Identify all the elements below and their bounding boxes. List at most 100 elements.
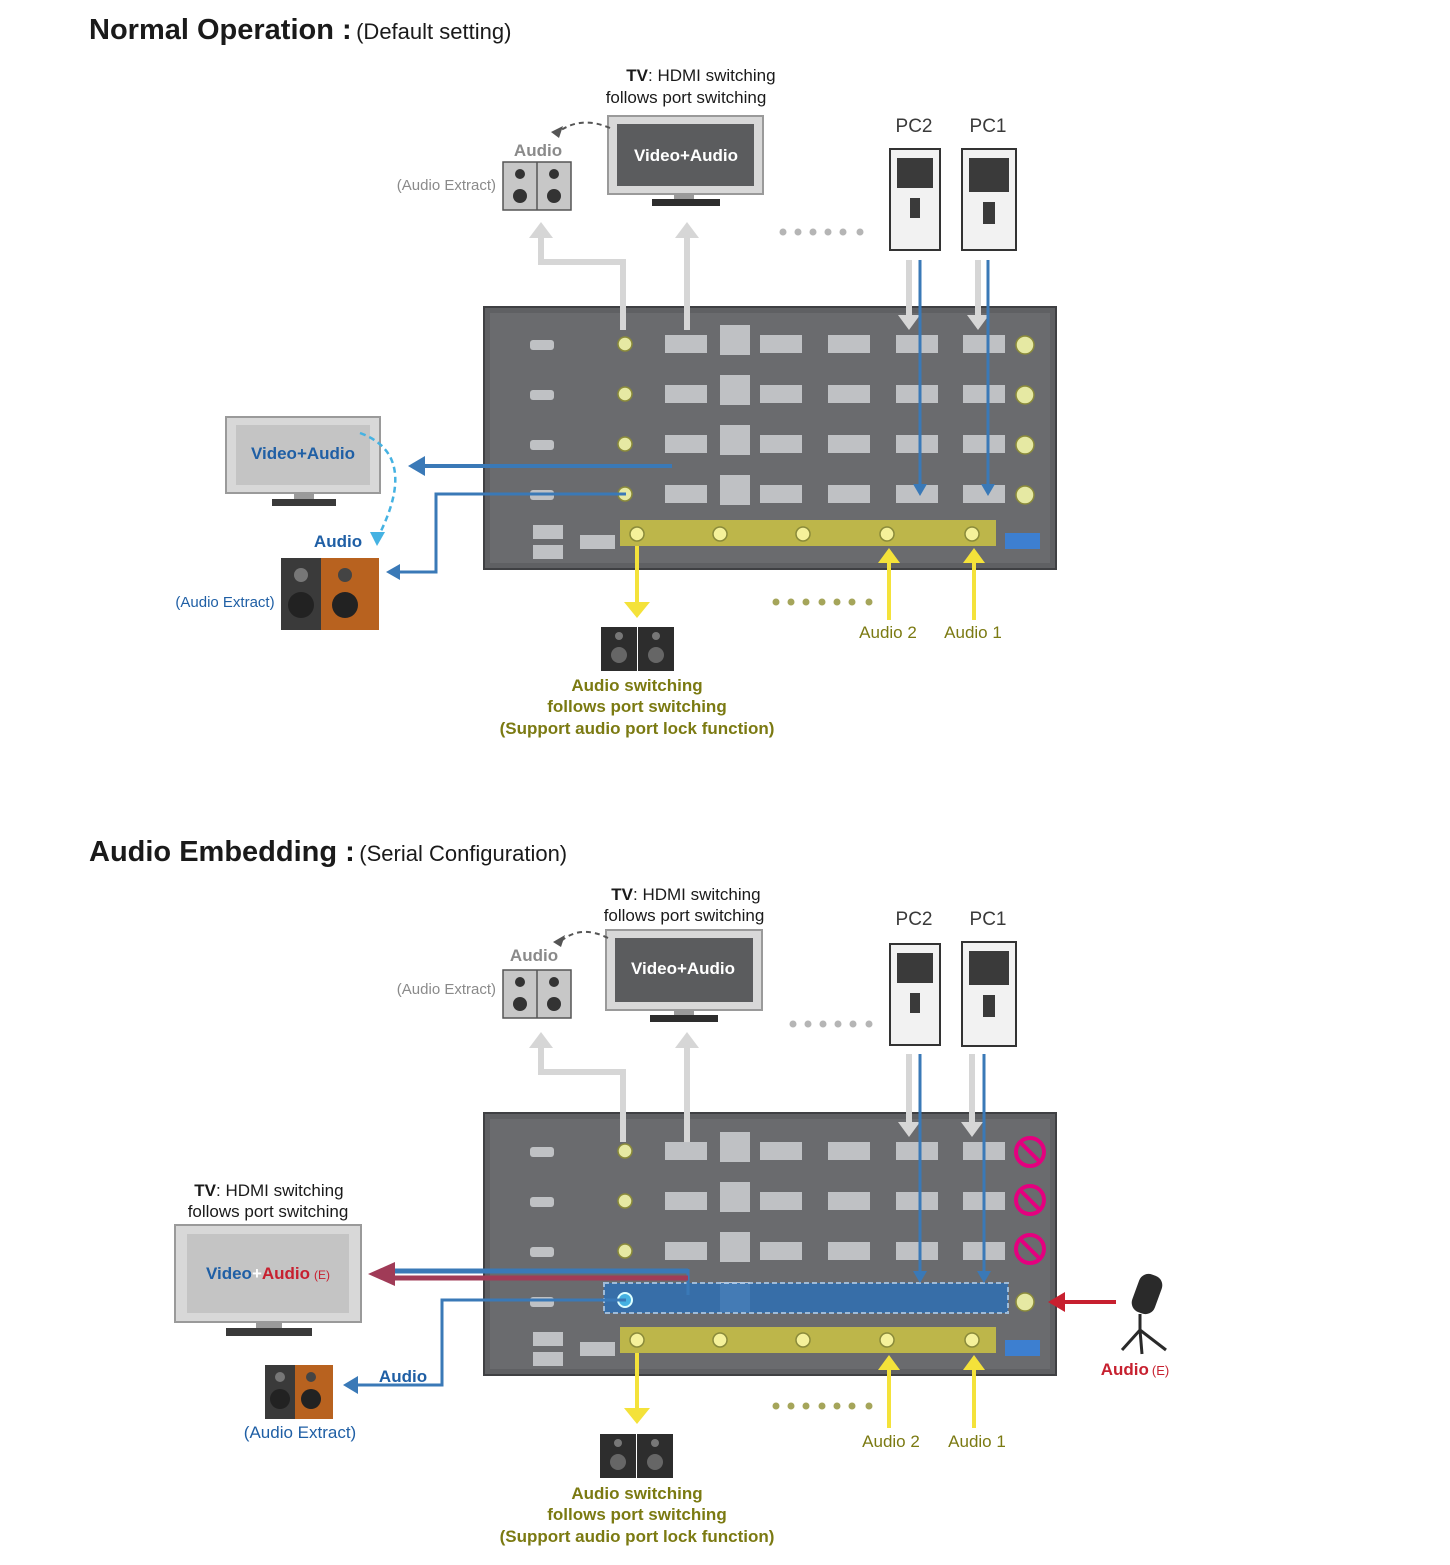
audio-input-2-label: Audio 2	[859, 623, 917, 642]
embedded-hdmi-band	[603, 1282, 1009, 1314]
tv-left-screen-audio: Audio	[307, 444, 355, 463]
section-heading: Audio Embedding : (Serial Configuration)	[89, 836, 567, 869]
heading-subtitle: (Default setting)	[356, 19, 512, 44]
yellow-arrows	[624, 546, 985, 620]
pc-arrows-down	[898, 1054, 991, 1283]
speaker-left	[265, 1365, 333, 1419]
audio-jacks	[617, 1143, 1035, 1312]
speaker-left-note: (Audio Extract)	[244, 1423, 356, 1442]
speaker-top	[502, 161, 572, 211]
audio-input-1-label: Audio 1	[948, 1432, 1006, 1451]
light-blue-dashed-arrow	[359, 431, 397, 538]
pc2-label: PC2	[896, 116, 933, 137]
tv-left-screen-plus: +	[297, 444, 307, 463]
usb-audio-jacks	[629, 526, 980, 542]
blue-red-arrow-to-tv	[368, 1262, 690, 1295]
speaker-top-note: (Audio Extract)	[397, 981, 496, 998]
tv-left-screen-plus: +	[252, 1264, 262, 1283]
red-arrow-from-mic	[1048, 1292, 1116, 1312]
gray-arrows-up	[538, 232, 690, 330]
tv-top-label-bold: TV	[611, 885, 633, 904]
pc2-tower	[889, 943, 941, 1046]
tv-top-label-line2: follows port switching	[606, 88, 767, 107]
mic-label-tag: (E)	[1152, 1363, 1169, 1378]
section-audio-embedding: Audio Embedding : (Serial Configuration)	[0, 782, 1450, 1564]
blue-arrow-to-speaker	[356, 1298, 626, 1387]
tv-left-screen-video: Video	[206, 1264, 252, 1283]
speaker-top-label: Audio	[510, 946, 558, 965]
bottom-caption-line3: (Support audio port lock function)	[500, 719, 775, 738]
bottom-caption-line1: Audio switching	[571, 1484, 702, 1503]
speaker-left-label: Audio	[379, 1367, 427, 1386]
pc2-label: PC2	[896, 909, 933, 930]
tv-top-label-rest: : HDMI switching	[648, 66, 776, 85]
speaker-bottom	[600, 1434, 673, 1478]
tv-left-label-line2: follows port switching	[188, 1202, 349, 1221]
diagram-canvas: Video+Audio TV : HDMI switching follows …	[174, 885, 1170, 1546]
audio-in-disabled-icons	[1014, 1136, 1046, 1265]
bottom-caption-line2: follows port switching	[547, 1505, 726, 1524]
tv-top	[605, 929, 763, 1022]
heading-subtitle: (Serial Configuration)	[359, 841, 568, 866]
bottom-caption-line2: follows port switching	[547, 697, 726, 716]
bottom-caption-line3: (Support audio port lock function)	[500, 1527, 775, 1546]
tv-left-screen-audio: Audio	[262, 1264, 310, 1283]
tv-top-label-bold: TV	[626, 66, 648, 85]
speaker-bottom	[601, 627, 674, 671]
ellipsis-dots-top	[789, 1020, 873, 1028]
kvm-switch	[483, 306, 1057, 570]
tv-top-screen-label: Video+Audio	[631, 959, 735, 978]
tv-left-screen-label: Video+Audio (E)	[206, 1264, 330, 1283]
blue-arrow-to-speaker	[396, 492, 626, 574]
speaker-left-label: Audio	[314, 532, 362, 551]
speaker-top	[502, 969, 572, 1019]
tv-left-label-bold: TV	[194, 1181, 216, 1200]
speaker-left	[281, 558, 379, 630]
dashed-arrow-head	[553, 935, 565, 947]
speaker-left-note: (Audio Extract)	[175, 594, 274, 611]
usb-audio-jacks	[629, 1332, 980, 1348]
pc1-label: PC1	[970, 909, 1007, 930]
mic-label: Audio(E)	[1101, 1360, 1170, 1379]
audio-input-1-label: Audio 1	[944, 623, 1002, 642]
ellipsis-dots-top	[779, 228, 864, 236]
dashed-audio-extract-arrow	[556, 121, 611, 134]
diagram-canvas: Video+Audio TV : HDMI switching follows …	[175, 66, 1057, 738]
section-normal-operation: Normal Operation : (Default setting)	[0, 0, 1450, 782]
tv-left-screen-video: Video	[251, 444, 297, 463]
dashed-audio-extract-arrow	[559, 931, 609, 943]
tv-left	[225, 416, 381, 506]
tv-top-label-rest: : HDMI switching	[633, 885, 761, 904]
pc1-tower	[961, 148, 1017, 251]
tv-top-screen-label: Video+Audio	[634, 146, 738, 165]
kvm-port-rows	[530, 325, 1040, 559]
bottom-caption-line1: Audio switching	[571, 676, 702, 695]
ellipsis-dots-bottom	[772, 1402, 873, 1410]
yellow-arrows	[624, 1353, 985, 1428]
tv-left	[174, 1224, 362, 1336]
pc-arrows-down	[898, 260, 995, 496]
microphone	[1120, 1273, 1167, 1355]
section-heading: Normal Operation : (Default setting)	[89, 14, 511, 47]
tv-left-label-rest: : HDMI switching	[216, 1181, 344, 1200]
tv-left-screen-label: Video+Audio	[251, 444, 355, 463]
audio-jacks	[617, 335, 1035, 505]
speaker-top-label: Audio	[514, 141, 562, 160]
pc1-label: PC1	[970, 116, 1007, 137]
heading-title: Normal Operation :	[89, 14, 352, 46]
speaker-top-note: (Audio Extract)	[397, 177, 496, 194]
pc2-tower	[889, 148, 941, 251]
mic-label-text: Audio	[1101, 1360, 1149, 1379]
tv-top-label-line2: follows port switching	[604, 906, 765, 925]
dashed-arrow-head	[551, 126, 563, 138]
gray-arrows-up	[538, 1044, 690, 1142]
heading-title: Audio Embedding :	[89, 836, 355, 868]
tv-top	[607, 115, 764, 206]
kvm-switch	[483, 1112, 1057, 1376]
ellipsis-dots-bottom	[772, 598, 873, 606]
pc1-tower	[961, 941, 1017, 1047]
audio-input-2-label: Audio 2	[862, 1432, 920, 1451]
tv-left-screen-tag: (E)	[314, 1268, 330, 1282]
blue-arrow-to-tv	[408, 456, 672, 476]
kvm-port-rows	[530, 1132, 1040, 1366]
